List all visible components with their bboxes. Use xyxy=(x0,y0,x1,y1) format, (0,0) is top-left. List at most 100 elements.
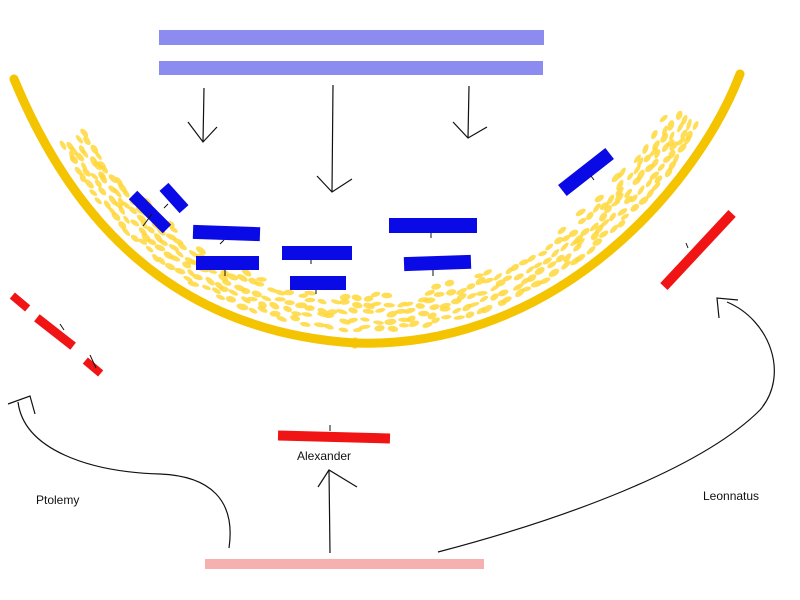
rubble-piece xyxy=(599,212,608,222)
rubble-piece xyxy=(645,179,653,188)
rubble-piece xyxy=(304,290,317,296)
rubble-piece xyxy=(692,121,699,130)
rubble-piece xyxy=(575,208,586,217)
rubble-piece xyxy=(467,292,477,300)
rubble-piece xyxy=(620,213,629,220)
rubble-piece xyxy=(561,260,571,270)
rubble-piece xyxy=(406,315,416,323)
rubble-piece xyxy=(323,323,334,330)
rubble-piece xyxy=(637,157,644,167)
curved-arrow-icon xyxy=(7,395,231,549)
rubble-piece xyxy=(59,140,67,150)
rubble-piece xyxy=(304,297,316,303)
rubble-piece xyxy=(128,206,137,215)
rubble-piece xyxy=(614,192,624,203)
curved-arrow-icon xyxy=(437,297,775,553)
rubble-piece xyxy=(93,160,102,171)
rubble-piece xyxy=(269,310,281,317)
rubble-piece xyxy=(497,289,509,297)
enemy-unit xyxy=(403,254,472,276)
rubble-piece xyxy=(113,188,122,198)
rubble-piece xyxy=(192,274,203,281)
rubble-piece xyxy=(423,297,436,304)
rubble-piece xyxy=(669,141,679,151)
rubble-piece xyxy=(383,302,395,308)
rubble-piece xyxy=(145,245,154,253)
rubble-piece xyxy=(465,311,475,319)
rubble-piece xyxy=(338,327,349,333)
enemy-unit xyxy=(290,276,346,294)
rubble-piece xyxy=(513,273,524,281)
rubble-piece xyxy=(633,164,641,175)
rubble-piece xyxy=(222,279,232,286)
rubble-piece xyxy=(381,292,393,299)
rubble-piece xyxy=(518,259,529,266)
rubble-piece xyxy=(659,114,668,123)
rubble-piece xyxy=(80,128,89,138)
rubble-piece xyxy=(330,299,342,305)
rubble-piece xyxy=(666,139,675,147)
rubble-piece xyxy=(424,289,435,296)
rubble-piece xyxy=(395,308,407,314)
rubble-piece xyxy=(370,301,382,307)
rubble-piece xyxy=(633,154,641,163)
rubble-piece xyxy=(617,220,626,228)
rubble-piece xyxy=(118,205,126,215)
rubble-piece xyxy=(542,257,552,265)
leonnatus-unit xyxy=(660,210,736,290)
rubble-piece xyxy=(295,302,307,309)
enemy-unit xyxy=(389,218,477,238)
rubble-piece xyxy=(627,172,634,181)
rubble-piece xyxy=(568,229,579,238)
enemy-unit xyxy=(558,148,614,196)
rubble-piece xyxy=(513,283,524,291)
rubble-piece xyxy=(431,283,442,290)
rubble-piece xyxy=(138,238,148,245)
rubble-piece xyxy=(403,307,416,314)
rubble-piece xyxy=(573,234,583,245)
rubble-piece xyxy=(136,214,147,223)
rubble-piece xyxy=(521,286,532,292)
rubble-piece xyxy=(169,226,178,233)
rubble-piece xyxy=(226,273,239,281)
rubble-piece xyxy=(122,189,130,198)
leonnatus-label: Leonnatus xyxy=(703,489,760,503)
rubble-piece xyxy=(667,120,675,131)
rubble-piece xyxy=(482,277,494,284)
rubble-piece xyxy=(589,222,599,232)
rubble-piece xyxy=(630,194,638,203)
rubble-piece xyxy=(257,306,268,313)
rubble-piece xyxy=(219,286,229,292)
rubble-piece xyxy=(681,114,688,125)
rubble-piece xyxy=(686,118,692,131)
rubble-piece xyxy=(643,154,652,163)
rubble-piece xyxy=(638,196,649,205)
rubble-piece xyxy=(555,254,565,263)
rubble-piece xyxy=(415,303,425,309)
rubble-piece xyxy=(274,297,286,302)
enemy-unit xyxy=(192,224,261,245)
rubble-piece xyxy=(398,323,410,328)
rubble-piece xyxy=(617,208,628,216)
rubble-piece xyxy=(680,129,688,139)
rubble-piece xyxy=(452,307,462,314)
rubble-piece xyxy=(159,239,168,246)
rubble-piece xyxy=(347,317,358,324)
rubble-piece xyxy=(548,268,560,278)
rubble-piece xyxy=(121,227,131,236)
rubble-piece xyxy=(594,194,604,203)
rubble-piece xyxy=(169,255,181,262)
rubble-piece xyxy=(215,294,226,301)
alexander-label: Alexander xyxy=(297,449,352,463)
rubble-piece xyxy=(254,281,265,287)
rubble-piece xyxy=(348,307,358,314)
enemy-unit xyxy=(282,246,352,264)
rubble-piece xyxy=(609,224,619,234)
rubble-piece xyxy=(592,238,603,246)
rubble-piece xyxy=(630,203,640,212)
rubble-piece xyxy=(89,189,98,197)
rubble-piece xyxy=(526,274,537,283)
rubble-piece xyxy=(358,324,371,330)
rubble-piece xyxy=(534,267,545,275)
